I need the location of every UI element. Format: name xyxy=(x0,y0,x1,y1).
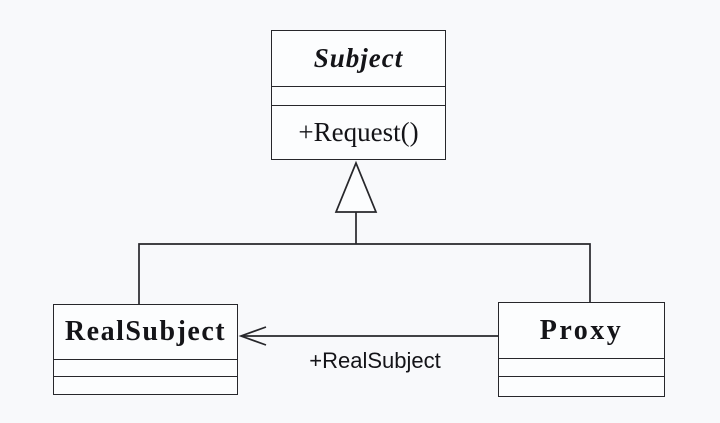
proxy-attributes-compartment xyxy=(499,358,664,376)
association-arrowhead xyxy=(238,326,267,346)
class-name-realsubject: RealSubject xyxy=(64,316,227,347)
realsubject-attributes-compartment xyxy=(54,359,237,376)
realsubject-methods-compartment xyxy=(54,376,237,394)
generalization-arrowhead xyxy=(334,160,378,213)
class-box-subject: Subject +Request() xyxy=(271,30,446,160)
subject-methods-compartment: +Request() xyxy=(272,105,445,159)
subject-method-request: +Request() xyxy=(298,117,419,147)
subject-attributes-compartment xyxy=(272,86,445,105)
association-label: +RealSubject xyxy=(309,348,441,373)
class-name-subject: Subject xyxy=(313,43,404,73)
generalization-branch-line xyxy=(138,243,591,304)
class-name-proxy: Proxy xyxy=(539,314,624,346)
proxy-methods-compartment xyxy=(499,376,664,396)
class-box-proxy: Proxy xyxy=(498,302,665,397)
class-box-realsubject: RealSubject xyxy=(53,304,238,395)
